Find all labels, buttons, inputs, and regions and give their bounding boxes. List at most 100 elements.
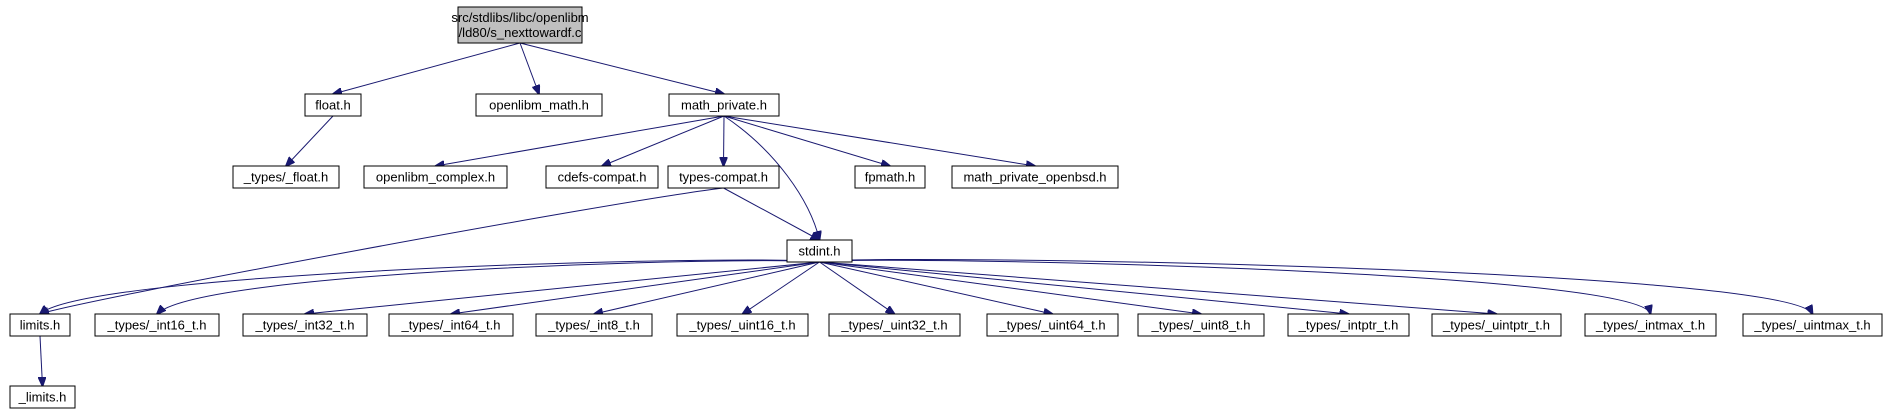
- node-label: _types/_uint64_t.h: [998, 318, 1105, 333]
- edge-types-compat-h-to-limits-h: [40, 187, 724, 314]
- edge-stdint-h-to-int64-t-h: [451, 261, 820, 314]
- node-math-private-openbsd-h[interactable]: math_private_openbsd.h: [951, 165, 1119, 189]
- edge-root-to-float-h: [333, 42, 521, 94]
- node-label: fpmath.h: [865, 170, 916, 185]
- node-uintmax-t-h[interactable]: _types/_uintmax_t.h: [1742, 313, 1883, 337]
- node-box: [545, 165, 659, 189]
- node-limits-inner-h[interactable]: _limits.h: [9, 385, 76, 409]
- node-cdefs-compat-h[interactable]: cdefs-compat.h: [545, 165, 659, 189]
- edges-layer: [40, 42, 1813, 386]
- edge-math-private-h-to-math-private-openbsd-h: [723, 115, 1035, 166]
- node-box: [951, 165, 1119, 189]
- edge-limits-h-to-limits-inner-h: [40, 335, 43, 386]
- node-openlibm-math-h[interactable]: openlibm_math.h: [475, 93, 603, 117]
- node-fpmath-h[interactable]: fpmath.h: [854, 165, 926, 189]
- node-types-compat-h[interactable]: types-compat.h: [667, 165, 780, 189]
- node-box: [1137, 313, 1265, 337]
- node-label: _types/_int64_t.h: [400, 318, 500, 333]
- node-label: limits.h: [20, 318, 60, 333]
- node-openlibm-complex-h[interactable]: openlibm_complex.h: [363, 165, 508, 189]
- node-box: [304, 93, 362, 117]
- node-label: cdefs-compat.h: [558, 170, 647, 185]
- node-math-private-h[interactable]: math_private.h: [668, 93, 780, 117]
- node-box: [668, 93, 780, 117]
- node-label: _types/_uint32_t.h: [840, 318, 947, 333]
- edge-stdint-h-to-int32-t-h: [305, 261, 820, 314]
- node-box: [94, 313, 220, 337]
- node-box: [1287, 313, 1410, 337]
- node-label: _types/_float.h: [243, 170, 329, 185]
- node-label: _types/_uint8_t.h: [1150, 318, 1250, 333]
- node-int16-t-h[interactable]: _types/_int16_t.h: [94, 313, 220, 337]
- node-label: _types/_intptr_t.h: [1298, 318, 1399, 333]
- node-label: stdint.h: [799, 244, 841, 259]
- node-float-h[interactable]: float.h: [304, 93, 362, 117]
- node-limits-h[interactable]: limits.h: [9, 313, 71, 337]
- node-label: src/stdlibs/libc/openlibm: [451, 10, 588, 25]
- edge-stdint-h-to-uintmax-t-h: [819, 259, 1813, 314]
- node-box: [828, 313, 961, 337]
- node-box: [232, 165, 340, 189]
- node-label: _types/_intmax_t.h: [1595, 318, 1705, 333]
- node-intptr-t-h[interactable]: _types/_intptr_t.h: [1287, 313, 1410, 337]
- node-int64-t-h[interactable]: _types/_int64_t.h: [388, 313, 514, 337]
- node-box: [475, 93, 603, 117]
- edge-stdint-h-to-uintptr-t-h: [819, 261, 1497, 314]
- node-label: _types/_uint16_t.h: [688, 318, 795, 333]
- node-label: _types/_int8_t.h: [547, 318, 640, 333]
- edge-float-h-to-types-float-h: [286, 115, 334, 166]
- edge-types-compat-h-to-stdint-h: [723, 187, 820, 240]
- node-label: /ld80/s_nexttowardf.c: [459, 25, 582, 40]
- node-box: [1742, 313, 1883, 337]
- node-label: openlibm_math.h: [489, 98, 589, 113]
- edge-stdint-h-to-int16-t-h: [157, 260, 820, 314]
- node-uint32-t-h[interactable]: _types/_uint32_t.h: [828, 313, 961, 337]
- node-uint64-t-h[interactable]: _types/_uint64_t.h: [986, 313, 1119, 337]
- node-box: [457, 6, 583, 44]
- node-stdint-h[interactable]: stdint.h: [786, 239, 853, 263]
- node-label: openlibm_complex.h: [376, 170, 495, 185]
- node-box: [786, 239, 853, 263]
- edge-stdint-h-to-int8-t-h: [594, 261, 820, 314]
- edge-stdint-h-to-uint16-t-h: [743, 261, 820, 314]
- node-label: _types/_uintptr_t.h: [1442, 318, 1550, 333]
- node-box: [363, 165, 508, 189]
- edge-math-private-h-to-openlibm-complex-h: [436, 115, 725, 166]
- node-types-float-h[interactable]: _types/_float.h: [232, 165, 340, 189]
- edge-stdint-h-to-uint64-t-h: [819, 261, 1053, 314]
- edge-stdint-h-to-intmax-t-h: [819, 259, 1651, 314]
- node-root[interactable]: src/stdlibs/libc/openlibm/ld80/s_nexttow…: [451, 6, 589, 44]
- node-label: _types/_uintmax_t.h: [1753, 318, 1870, 333]
- node-box: [676, 313, 809, 337]
- edge-stdint-h-to-limits-h: [40, 259, 820, 314]
- edge-math-private-h-to-cdefs-compat-h: [602, 115, 725, 166]
- edge-stdint-h-to-uint8-t-h: [819, 261, 1202, 314]
- node-box: [1584, 313, 1717, 337]
- node-label: math_private.h: [681, 98, 767, 113]
- nodes-layer: src/stdlibs/libc/openlibm/ld80/s_nexttow…: [9, 6, 1883, 409]
- node-label: _types/_int16_t.h: [106, 318, 206, 333]
- node-box: [667, 165, 780, 189]
- node-uint16-t-h[interactable]: _types/_uint16_t.h: [676, 313, 809, 337]
- node-int32-t-h[interactable]: _types/_int32_t.h: [242, 313, 368, 337]
- edge-math-private-h-to-types-compat-h: [724, 115, 725, 166]
- node-box: [242, 313, 368, 337]
- node-uintptr-t-h[interactable]: _types/_uintptr_t.h: [1431, 313, 1562, 337]
- node-int8-t-h[interactable]: _types/_int8_t.h: [535, 313, 653, 337]
- node-label: _types/_int32_t.h: [254, 318, 354, 333]
- node-box: [9, 313, 71, 337]
- edge-root-to-openlibm-math-h: [519, 42, 539, 94]
- node-label: _limits.h: [18, 390, 67, 405]
- node-box: [535, 313, 653, 337]
- edge-math-private-h-to-stdint-h: [723, 115, 820, 240]
- node-label: math_private_openbsd.h: [963, 170, 1106, 185]
- node-box: [1431, 313, 1562, 337]
- edge-stdint-h-to-intptr-t-h: [819, 261, 1349, 314]
- node-label: types-compat.h: [679, 170, 768, 185]
- node-box: [986, 313, 1119, 337]
- node-box: [388, 313, 514, 337]
- node-intmax-t-h[interactable]: _types/_intmax_t.h: [1584, 313, 1717, 337]
- node-box: [9, 385, 76, 409]
- node-uint8-t-h[interactable]: _types/_uint8_t.h: [1137, 313, 1265, 337]
